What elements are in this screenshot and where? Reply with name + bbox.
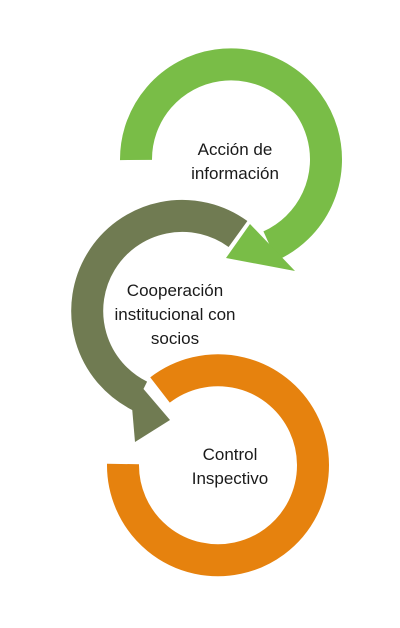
- step-1-label-line-1: Acción de: [197, 140, 273, 159]
- step-3-label-line-2: Inspectivo: [191, 469, 269, 488]
- step-3-arrow: [106, 354, 329, 577]
- step-2-label: Cooperación institucional con socios: [85, 279, 265, 351]
- step-2-label-line-1: Cooperación: [126, 281, 224, 300]
- step-2-label-line-2: institucional con: [114, 305, 236, 324]
- step-2-arrow: [71, 199, 248, 442]
- step-3-label: Control Inspectivo: [155, 443, 305, 491]
- step-1-label-line-2: información: [191, 164, 279, 183]
- step-1-arrow: [119, 48, 342, 271]
- step-1-label: Acción de información: [150, 138, 320, 186]
- step-2-label-line-3: socios: [150, 329, 200, 348]
- step-3-label-line-1: Control: [202, 445, 258, 464]
